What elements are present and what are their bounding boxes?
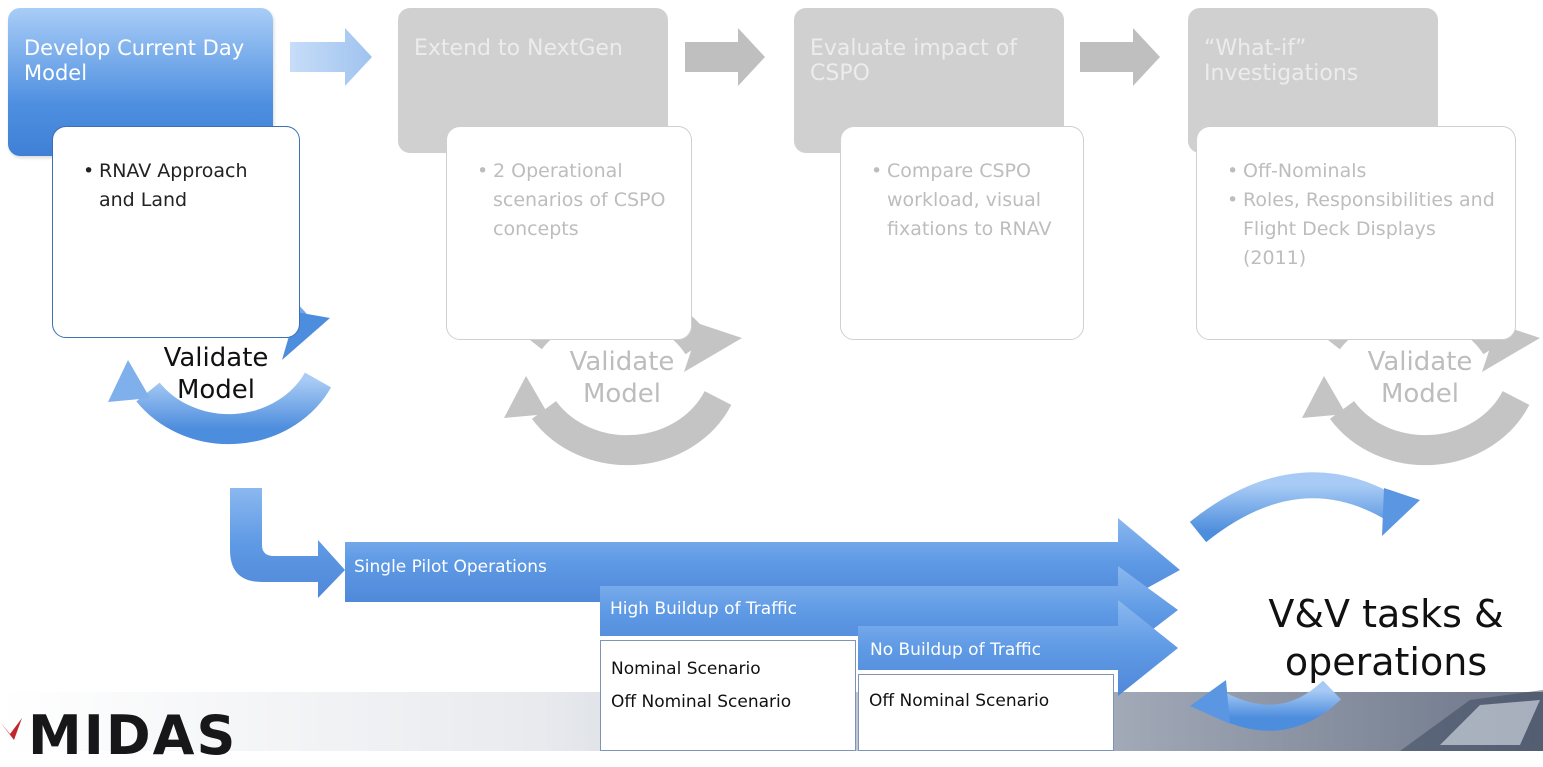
validate-label: Validate Model xyxy=(1354,346,1486,410)
validate-line1: Validate xyxy=(163,343,269,373)
vv-cycle xyxy=(1189,472,1420,731)
diagram-canvas xyxy=(0,28,1543,751)
band-label-no-buildup: No Buildup of Traffic xyxy=(870,640,1042,660)
flow-arrow xyxy=(1080,28,1160,86)
flow-arrow xyxy=(290,28,372,86)
validate-line2: Model xyxy=(176,375,256,405)
band-arrow xyxy=(345,518,1180,604)
band-label-high-buildup: High Buildup of Traffic xyxy=(610,599,797,619)
validate-line2: Model xyxy=(582,379,662,409)
stage-card: Compare CSPO workload, visual fixations … xyxy=(840,126,1084,340)
stage-bullet: RNAV Approach and Land xyxy=(83,157,289,215)
vv-label: V&V tasks & operations xyxy=(1236,590,1536,686)
scenario-item: Off Nominal Scenario xyxy=(869,691,1050,711)
logo-mark xyxy=(0,718,22,740)
vv-line2: operations xyxy=(1284,640,1488,684)
vv-line1: V&V tasks & xyxy=(1268,592,1504,636)
stage-bullet: Roles, Responsibilities and Flight Deck … xyxy=(1227,186,1505,273)
validate-line1: Validate xyxy=(569,347,675,377)
validate-label: Validate Model xyxy=(556,346,688,410)
stage-bullet: Off-Nominals xyxy=(1227,157,1505,186)
scenario-item: Nominal Scenario xyxy=(611,659,761,679)
validate-label: Validate Model xyxy=(150,342,282,406)
midas-logo: MIDAS xyxy=(28,704,238,767)
stage-bullet: Compare CSPO workload, visual fixations … xyxy=(871,157,1073,244)
band-label-single-pilot: Single Pilot Operations xyxy=(354,557,547,577)
stage-card: 2 Operational scenarios of CSPO concepts xyxy=(446,126,692,340)
scenario-item: Off Nominal Scenario xyxy=(611,692,792,712)
flow-arrow xyxy=(685,28,765,86)
stage-card: RNAV Approach and Land xyxy=(52,126,300,338)
validate-line2: Model xyxy=(1380,379,1460,409)
band-arrow xyxy=(858,600,1178,696)
banner-graphic xyxy=(1440,700,1540,745)
stage-bullet: 2 Operational scenarios of CSPO concepts xyxy=(477,157,681,244)
stage-card: Off-Nominals Roles, Responsibilities and… xyxy=(1196,126,1516,340)
scenario-box: Off Nominal Scenario xyxy=(858,674,1114,751)
scenario-box: Nominal Scenario Off Nominal Scenario xyxy=(600,640,856,751)
bent-arrow xyxy=(230,488,345,598)
validate-line1: Validate xyxy=(1367,347,1473,377)
